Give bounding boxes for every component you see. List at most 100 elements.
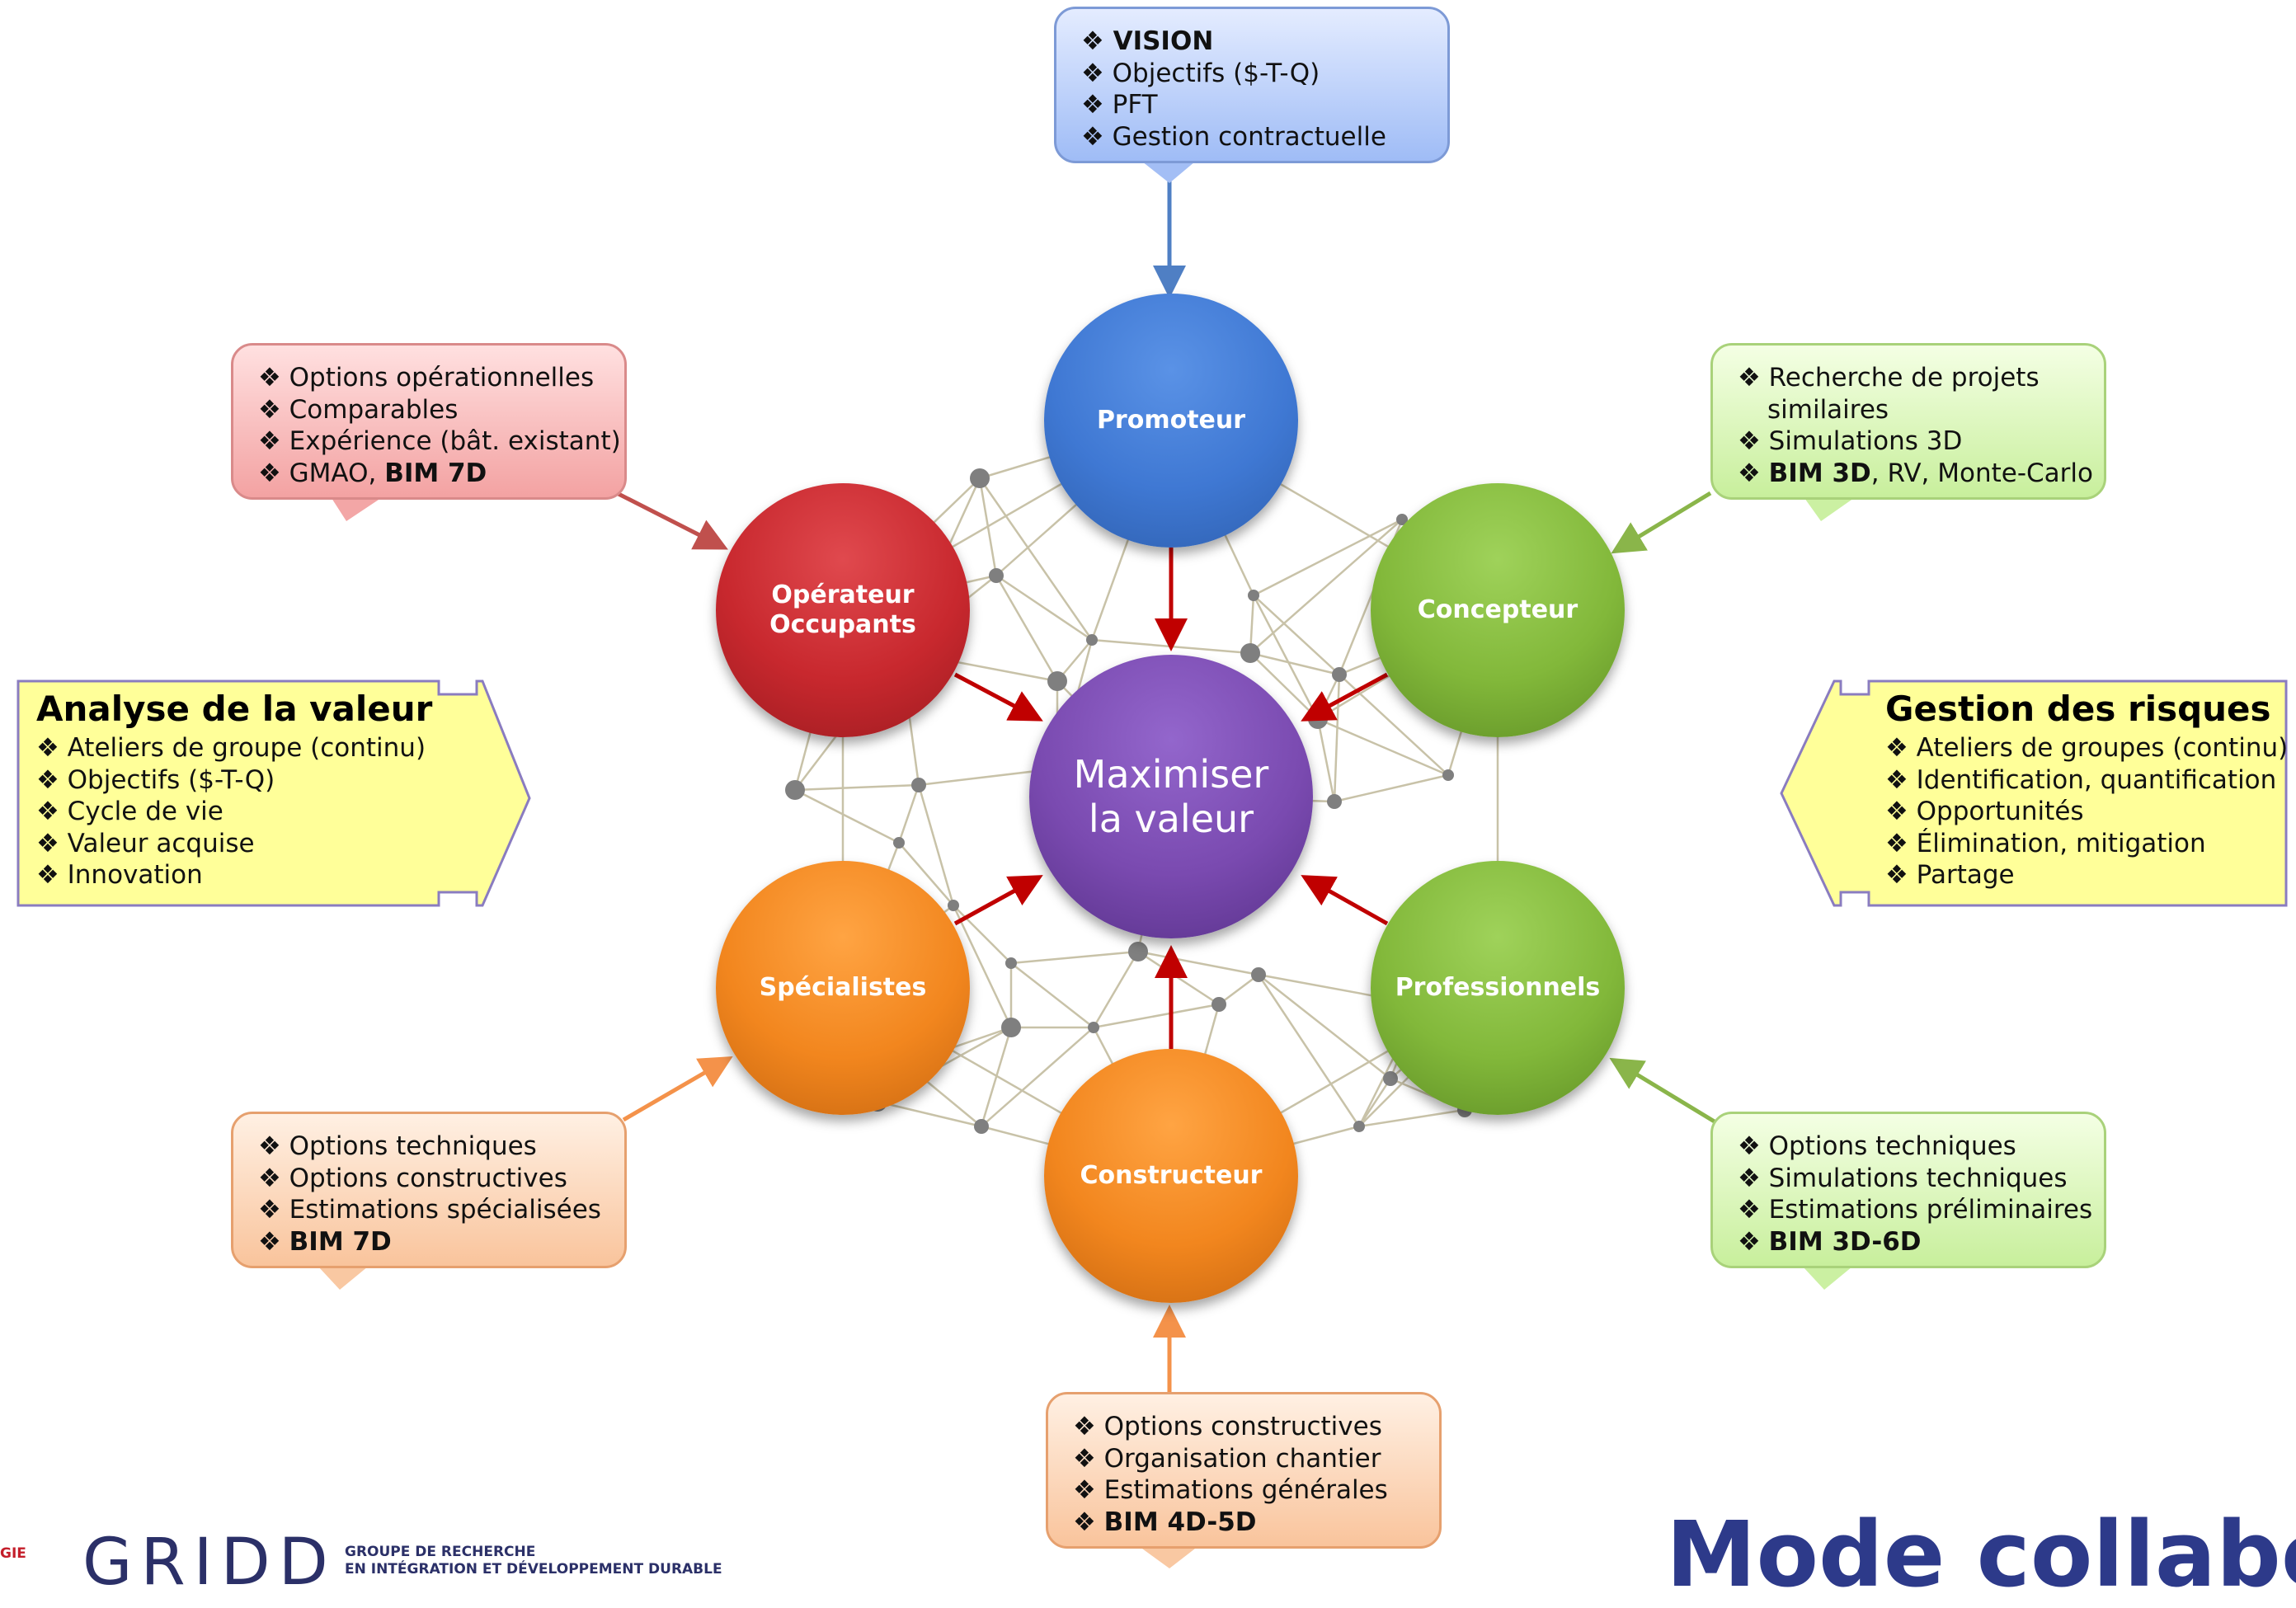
right-panel-item: ❖ Ateliers de groupes (continu) [1885, 733, 2289, 763]
gridd-logo: GRIDD [82, 1526, 336, 1600]
left-panel-item: ❖ Cycle de vie [36, 797, 223, 826]
right-panel-item: ❖ Opportunités [1885, 797, 2084, 826]
node-label: Promoteur [1096, 406, 1246, 435]
mesh-dot [1240, 643, 1260, 663]
mesh-line [1092, 951, 1140, 1028]
node-specialistes: Spécialistes [716, 861, 970, 1115]
left-panel-item: ❖ Ateliers de groupe (continu) [36, 733, 426, 763]
left-panel-shape [16, 679, 531, 907]
node-label: Constructeur [1080, 1161, 1263, 1190]
mesh-line [978, 477, 998, 576]
mesh-line [953, 905, 1012, 964]
right-panel: Gestion des risques ❖ Ateliers de groupe… [1885, 689, 2289, 891]
mesh-dot [970, 468, 990, 488]
right-panel-item: ❖ Identification, quantification [1885, 764, 2277, 795]
callout-item: ❖ Comparables [258, 394, 459, 425]
mesh-dot [1353, 1121, 1365, 1132]
callout-tail-bottom [1142, 1549, 1195, 1568]
mesh-line [1249, 651, 1340, 676]
arrow-callout-to-professionnels [1609, 1057, 1719, 1126]
callout-item: ❖ Options opérationnelles [258, 363, 595, 393]
mesh-dot [974, 1119, 989, 1134]
arrow-concepteur-to-center [1301, 672, 1389, 722]
node-label: Professionnels [1395, 973, 1601, 1002]
center-label: la valeur [1088, 797, 1254, 841]
callout-item: ❖ GMAO, BIM 7D [258, 458, 487, 488]
callout-tail-right-top [1804, 498, 1854, 521]
mesh-line [1358, 1108, 1466, 1128]
node-professionnels: Professionnels [1371, 861, 1625, 1115]
mesh-dot [1251, 967, 1266, 982]
mesh-line [1316, 718, 1336, 802]
node-label: Spécialistes [759, 973, 927, 1002]
mesh-dot [1212, 997, 1226, 1012]
mesh-line [794, 788, 900, 844]
callout-item: ❖ BIM 3D-6D [1738, 1226, 1922, 1257]
mesh-line [1257, 974, 1361, 1127]
callout-item: ❖ Gestion contractuelle [1081, 121, 1386, 152]
callout-operateur: ❖ Options opérationnelles ❖ Comparables … [231, 343, 627, 500]
mesh-line [978, 477, 1094, 641]
callout-item: ❖ Simulations 3D [1738, 426, 1963, 456]
arrow-professionnels-to-center [1301, 875, 1389, 926]
callout-item: similaires [1767, 394, 1889, 425]
left-panel-item: ❖ Objectifs ($-T-Q) [36, 764, 275, 795]
mesh-line [981, 1027, 1094, 1127]
callout-tail-left-top [332, 498, 381, 521]
callout-item: ❖ Estimations préliminaires [1738, 1195, 2093, 1225]
arrow-specialistes-to-center [953, 875, 1043, 926]
mesh-line [980, 1027, 1013, 1127]
callout-item: ❖ VISION [1081, 26, 1214, 56]
node-label: Concepteur [1417, 595, 1578, 624]
mesh-line [995, 575, 1059, 682]
mesh-dot [785, 780, 805, 800]
arrow-callout-to-concepteur [1611, 491, 1712, 554]
mesh-line [995, 574, 1093, 642]
arrow-callout-to-specialistes [622, 1056, 733, 1122]
callout-item: ❖ Options constructives [258, 1163, 567, 1193]
callout-professionnels: ❖ Options techniques ❖ Simulations techn… [1710, 1112, 2106, 1268]
left-panel: Analyse de la valeur ❖ Ateliers de group… [36, 689, 449, 891]
mesh-dot [1327, 794, 1342, 809]
mesh-line [1258, 974, 1391, 1079]
mesh-dot [1005, 957, 1017, 969]
mesh-line [1010, 950, 1139, 965]
node-label: Occupants [769, 610, 916, 639]
left-panel-title: Analyse de la valeur [36, 689, 433, 729]
mesh-line [1357, 1078, 1392, 1127]
mesh-line [917, 784, 955, 906]
mesh-dot [989, 568, 1004, 583]
mesh-dot [1248, 590, 1259, 601]
mesh-dot [1128, 942, 1148, 962]
mesh-dot [948, 900, 959, 911]
center-label: Maximiser [1073, 752, 1269, 797]
mesh-line [1093, 1003, 1220, 1029]
callout-item: ❖ Options techniques [1738, 1131, 2016, 1161]
node-label: Opérateur [771, 581, 915, 609]
mesh-line [1218, 974, 1259, 1005]
logo-subtitle-line: EN INTÉGRATION ET DÉVELOPPEMENT DURABLE [345, 1561, 722, 1577]
mesh-line [1137, 950, 1220, 1006]
callout-item: ❖ Estimations générales [1073, 1475, 1388, 1505]
callout-item: ❖ Options techniques [258, 1131, 537, 1161]
callout-tail-left-bottom [318, 1267, 368, 1290]
mesh-line [1334, 773, 1449, 803]
callout-item: ❖ Recherche de projets [1738, 363, 2040, 393]
callout-tail-top [1142, 162, 1195, 183]
callout-concepteur: ❖ Recherche de projets similaires ❖ Simu… [1710, 343, 2106, 500]
node-promoteur: Promoteur [1044, 294, 1298, 548]
callout-item: ❖ Options constructives [1073, 1412, 1382, 1441]
callout-constructeur: ❖ Options constructives ❖ Organisation c… [1046, 1392, 1442, 1549]
mesh-dot [1442, 769, 1454, 781]
mesh-line [1249, 519, 1403, 654]
mesh-line [1333, 674, 1341, 802]
right-panel-item: ❖ Élimination, mitigation [1885, 828, 2206, 858]
logo-fragment-left: GIE [0, 1545, 26, 1562]
mesh-dot [1047, 671, 1067, 691]
mesh-line [897, 784, 920, 844]
node-constructeur: Constructeur [1044, 1049, 1298, 1303]
callout-item: ❖ Objectifs ($-T-Q) [1081, 58, 1320, 88]
callout-item: ❖ PFT [1081, 90, 1158, 120]
